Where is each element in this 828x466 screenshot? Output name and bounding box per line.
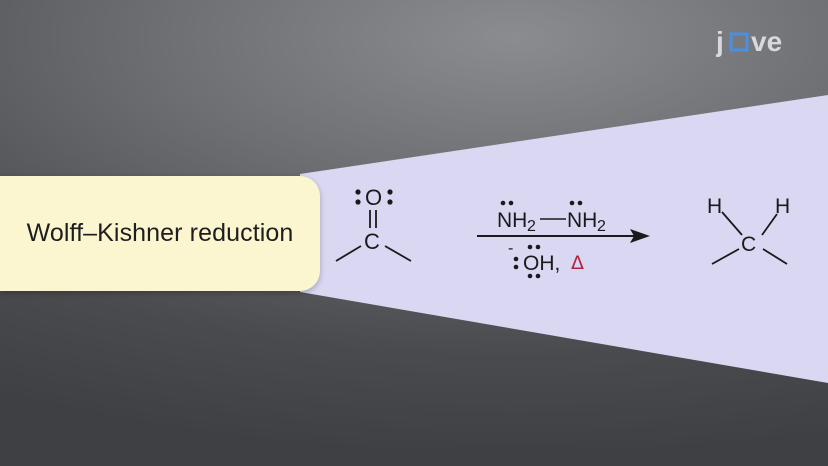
lone-pair-dot [535, 244, 541, 250]
reagents-base-heat: - OH, Δ [508, 240, 584, 279]
carbon-atom: C [741, 233, 756, 256]
nh2-left-subscript: 2 [527, 218, 536, 235]
heat-delta-symbol: Δ [571, 252, 584, 274]
product-alkane: H H C [707, 195, 790, 265]
nh2-right-subscript: 2 [597, 218, 606, 235]
lone-pair-dot [508, 200, 514, 206]
lone-pair-dot [387, 189, 393, 195]
lone-pair-dot [569, 200, 575, 206]
single-bond-line [711, 248, 740, 265]
lone-pair-dot [535, 273, 541, 279]
logo-square-icon [729, 32, 749, 52]
c-h-bond-line [721, 211, 743, 236]
reaction-arrow [477, 229, 650, 243]
lone-pair-dot [513, 256, 519, 262]
reagents-hydrazine: NH 2 NH 2 [497, 200, 606, 235]
reactant-ketone: O C [335, 185, 412, 262]
lone-pair-dot [355, 199, 361, 205]
jove-logo: j ve [716, 26, 782, 57]
lone-pair-dot [527, 244, 533, 250]
lone-pair-dot [387, 199, 393, 205]
arrow-head-icon [630, 229, 650, 243]
c-h-bond-line [761, 213, 778, 236]
lone-pair-dot [513, 264, 519, 270]
hydrogen-left-atom: H [707, 195, 722, 218]
lone-pair-dot [355, 189, 361, 195]
single-bond-line [762, 248, 788, 265]
carbon-atom: C [364, 229, 380, 254]
lone-pair-dot [527, 273, 533, 279]
negative-charge: - [508, 240, 513, 257]
reaction-name-label: Wolff–Kishner reduction [26, 219, 294, 247]
reaction-name-box: Wolff–Kishner reduction [0, 176, 320, 291]
oxygen-atom: O [365, 185, 382, 210]
hydroxide-label: OH, [523, 252, 560, 275]
lone-pair-dot [500, 200, 506, 206]
nh2-right-label: NH [567, 209, 597, 232]
logo-letter-j: j [716, 26, 724, 57]
single-bond-line [384, 245, 412, 262]
nh2-left-label: NH [497, 209, 527, 232]
hydrogen-right-atom: H [775, 195, 790, 218]
single-bond-line [335, 245, 362, 262]
lone-pair-dot [577, 200, 583, 206]
logo-letters-ve: ve [751, 26, 782, 57]
